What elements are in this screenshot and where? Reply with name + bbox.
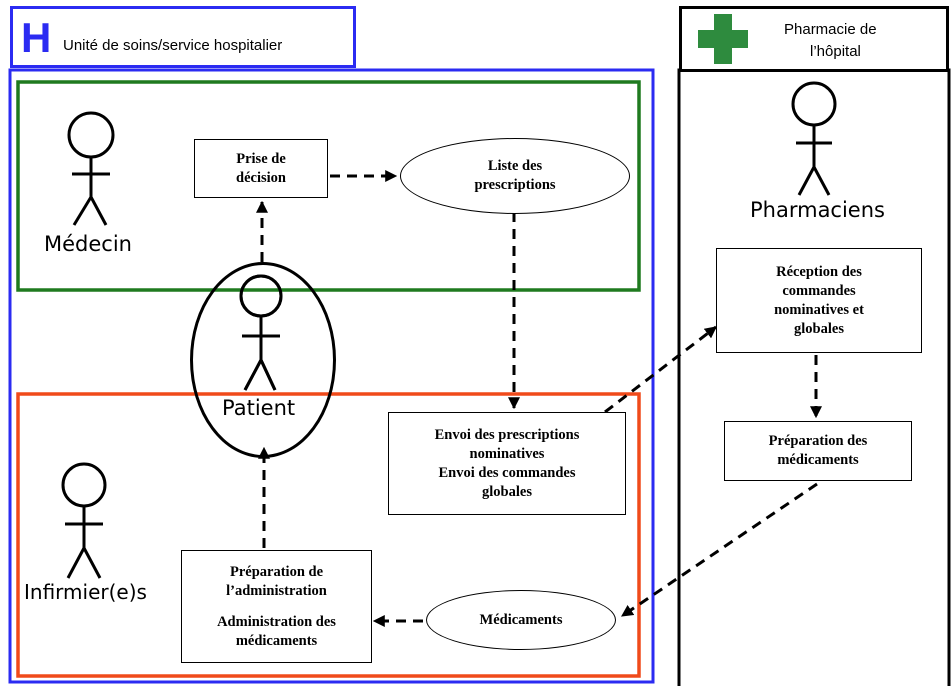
medecin-zone — [16, 80, 641, 292]
node-medicaments-line1: Médicaments — [479, 611, 563, 628]
node-envoi-line4: globales — [482, 483, 532, 500]
hospital-h-logo: H — [21, 14, 52, 61]
actor-pharmaciens-label: Pharmaciens — [750, 198, 885, 222]
node-reception-line4: globales — [794, 320, 844, 337]
node-prise-de-decision-line1: Prise de — [236, 150, 286, 167]
hospital-unit-title: Unité de soins/service hospitalier — [63, 37, 283, 54]
node-envoi: Envoi des prescriptions nominatives Envo… — [388, 412, 626, 515]
pharmacy-title-line1: Pharmacie de — [784, 21, 877, 38]
node-reception-line1: Réception des — [776, 263, 862, 280]
node-envoi-line1: Envoi des prescriptions — [434, 426, 580, 443]
arrow-envoi-to-reception — [604, 325, 717, 414]
hospital-unit-header: H Unité de soins/service hospitalier — [10, 6, 356, 68]
node-medicaments: Médicaments — [426, 590, 616, 650]
node-administration-line2: médicaments — [235, 632, 318, 649]
node-prep-med-line2: médicaments — [777, 452, 859, 468]
node-prep-med-line1: Préparation des — [768, 433, 868, 449]
node-administration-line1: Administration des — [217, 613, 336, 630]
node-prep-admin-line2: l’administration — [226, 582, 327, 599]
node-preparation-medicaments: Préparation des médicaments — [724, 421, 912, 481]
pharmacy-header: Pharmacie de l’hôpital — [679, 6, 949, 72]
node-reception-line2: commandes — [782, 282, 856, 299]
actor-patient-label: Patient — [222, 396, 296, 420]
actor-medecin-label: Médecin — [44, 232, 132, 256]
arrow-preparation-to-medicaments — [621, 482, 818, 618]
infirmier-figure — [61, 462, 107, 579]
pharmacy-cross-icon — [698, 14, 748, 64]
node-prise-de-decision-line2: décision — [236, 169, 286, 186]
node-prise-de-decision: Prise de décision — [194, 139, 328, 198]
node-reception-commandes: Réception des commandes nominatives et g… — [716, 248, 922, 353]
node-liste-des-prescriptions: Liste des prescriptions — [400, 138, 630, 214]
node-prep-admin-line1: Préparation de — [229, 563, 324, 580]
pharmacien-figure — [791, 81, 837, 196]
node-envoi-line2: nominatives — [469, 445, 545, 462]
patient-oval — [190, 262, 336, 458]
node-reception-line3: nominatives et — [774, 301, 864, 318]
actor-infirmiers-label: Infirmier(e)s — [24, 580, 147, 604]
node-preparation-administration: Préparation de l’administration Administ… — [181, 550, 372, 663]
pharmacy-title-line2: l’hôpital — [810, 43, 861, 60]
medecin-figure — [67, 111, 115, 226]
node-liste-line2: prescriptions — [474, 177, 556, 193]
node-envoi-line3: Envoi des commandes — [438, 464, 576, 481]
node-liste-line1: Liste des — [487, 158, 543, 174]
